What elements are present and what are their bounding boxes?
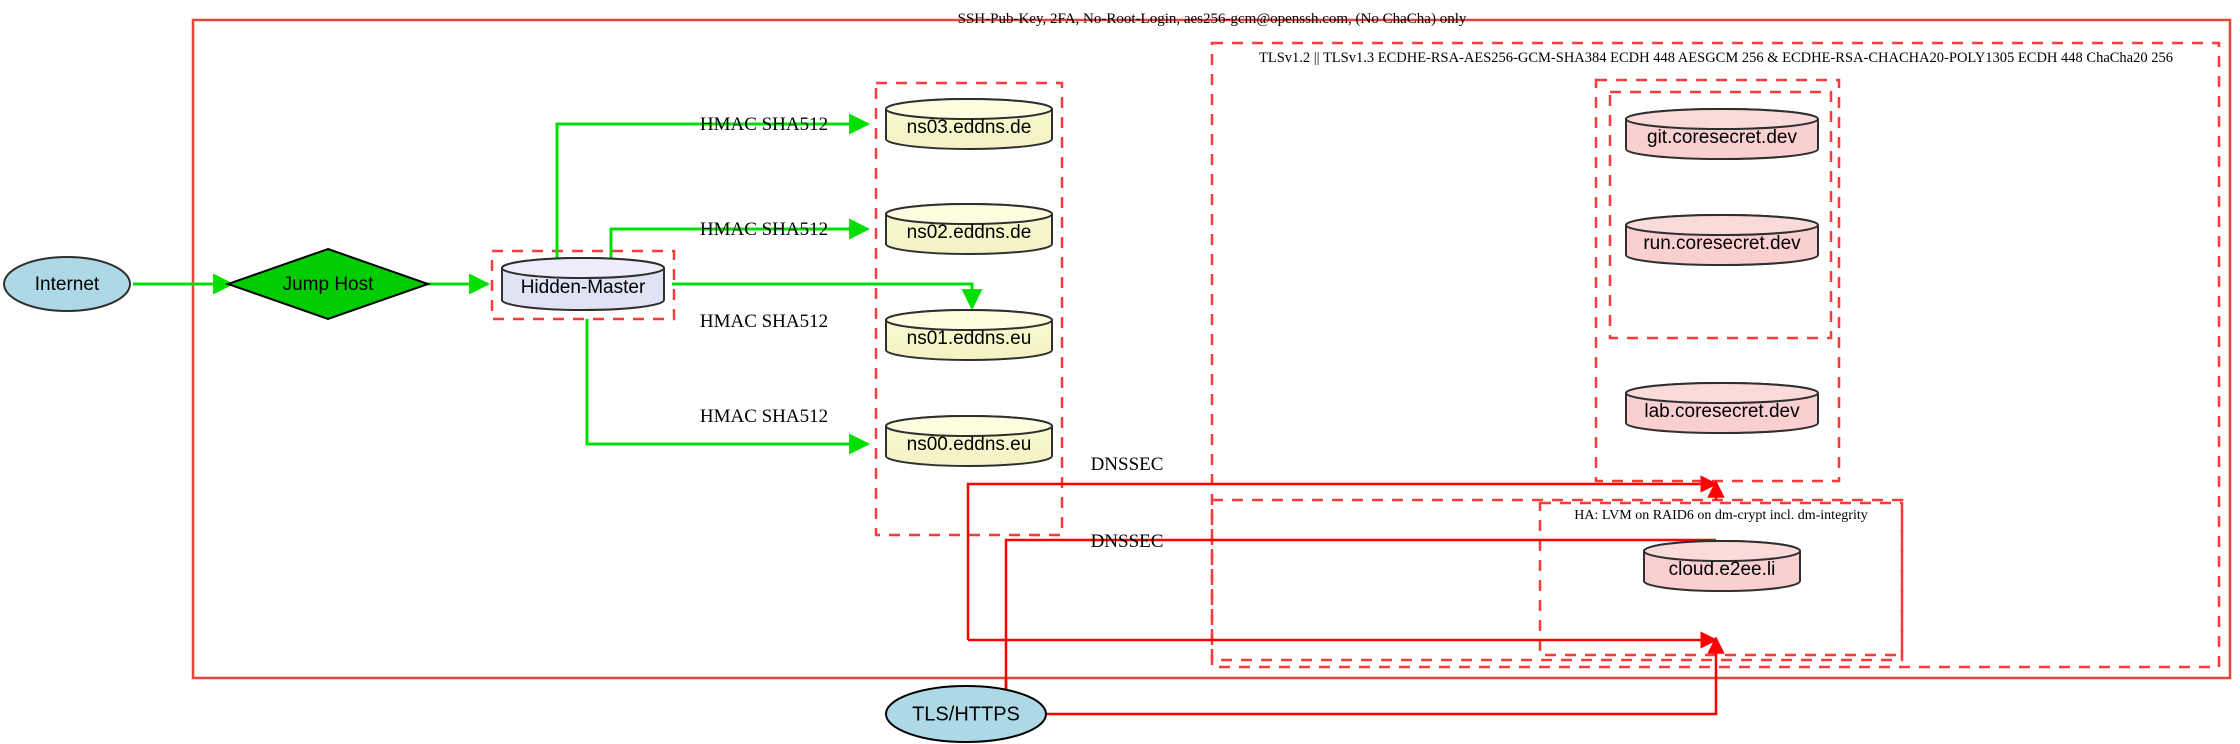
node-cloud-e2ee[interactable]: cloud.e2ee.li [1643, 540, 1801, 592]
node-internet[interactable]: Internet [3, 256, 131, 312]
node-ns00-label: ns00.eddns.eu [907, 434, 1032, 455]
edge-hiddenmaster-to-ns00 [585, 319, 871, 455]
node-hidden-master[interactable]: Hidden-Master [501, 257, 665, 311]
edge-label-hmac-ns00: HMAC SHA512 [700, 406, 828, 427]
edge-dnssec-upper [966, 475, 1718, 640]
node-ns03-label: ns03.eddns.de [907, 117, 1032, 138]
edge-label-hmac-ns02: HMAC SHA512 [700, 219, 828, 240]
node-cloud-e2ee-label: cloud.e2ee.li [1669, 559, 1776, 580]
node-tls-https-label: TLS/HTTPS [912, 703, 1020, 725]
node-tls-https[interactable]: TLS/HTTPS [885, 685, 1047, 743]
edge-hiddenmaster-to-ns02 [609, 218, 871, 261]
ha-inner-cluster-boundary [1538, 501, 1904, 657]
node-run-coresecret[interactable]: run.coresecret.dev [1625, 214, 1819, 266]
tls-cluster-boundary [1210, 41, 2221, 669]
tls-policy-label: TLSv1.2 || TLSv1.3 ECDHE-RSA-AES256-GCM-… [1259, 50, 2173, 66]
ha-cluster-boundary [1210, 498, 1904, 662]
node-git-coresecret-label: git.coresecret.dev [1647, 127, 1797, 148]
edge-hiddenmaster-to-ns01 [672, 282, 983, 311]
node-ns03[interactable]: ns03.eddns.de [885, 98, 1053, 150]
node-ns01[interactable]: ns01.eddns.eu [885, 309, 1053, 361]
node-ns00[interactable]: ns00.eddns.eu [885, 415, 1053, 467]
edge-hiddenmaster-to-ns03 [555, 113, 871, 261]
node-hidden-master-label: Hidden-Master [521, 277, 646, 298]
edge-label-dnssec-lower: DNSSEC [1091, 531, 1164, 552]
node-run-coresecret-label: run.coresecret.dev [1643, 233, 1801, 254]
node-internet-label: Internet [35, 274, 100, 295]
node-ns02-label: ns02.eddns.de [907, 222, 1032, 243]
edge-label-hmac-ns03: HMAC SHA512 [700, 114, 828, 135]
node-ns01-label: ns01.eddns.eu [907, 328, 1032, 349]
hidden-master-cluster-boundary [490, 249, 676, 321]
coresecret-inner-cluster-boundary [1608, 90, 1833, 340]
node-lab-coresecret[interactable]: lab.coresecret.dev [1625, 382, 1819, 434]
node-lab-coresecret-label: lab.coresecret.dev [1644, 401, 1800, 422]
edge-dnssec-lower [1004, 538, 1716, 712]
node-jump-host-label: Jump Host [283, 274, 375, 295]
node-jump-host[interactable]: Jump Host [224, 247, 432, 321]
edge-label-hmac-ns01: HMAC SHA512 [700, 311, 828, 332]
ssh-policy-label: SSH-Pub-Key, 2FA, No-Root-Login, aes256-… [958, 11, 1467, 27]
outer-security-boundary [191, 18, 2232, 680]
ha-storage-label: HA: LVM on RAID6 on dm-crypt incl. dm-in… [1574, 508, 1867, 523]
edge-tlshttps-right [1046, 660, 1718, 716]
edge-label-dnssec-upper: DNSSEC [1091, 454, 1164, 475]
node-ns02[interactable]: ns02.eddns.de [885, 203, 1053, 255]
node-git-coresecret[interactable]: git.coresecret.dev [1625, 108, 1819, 160]
